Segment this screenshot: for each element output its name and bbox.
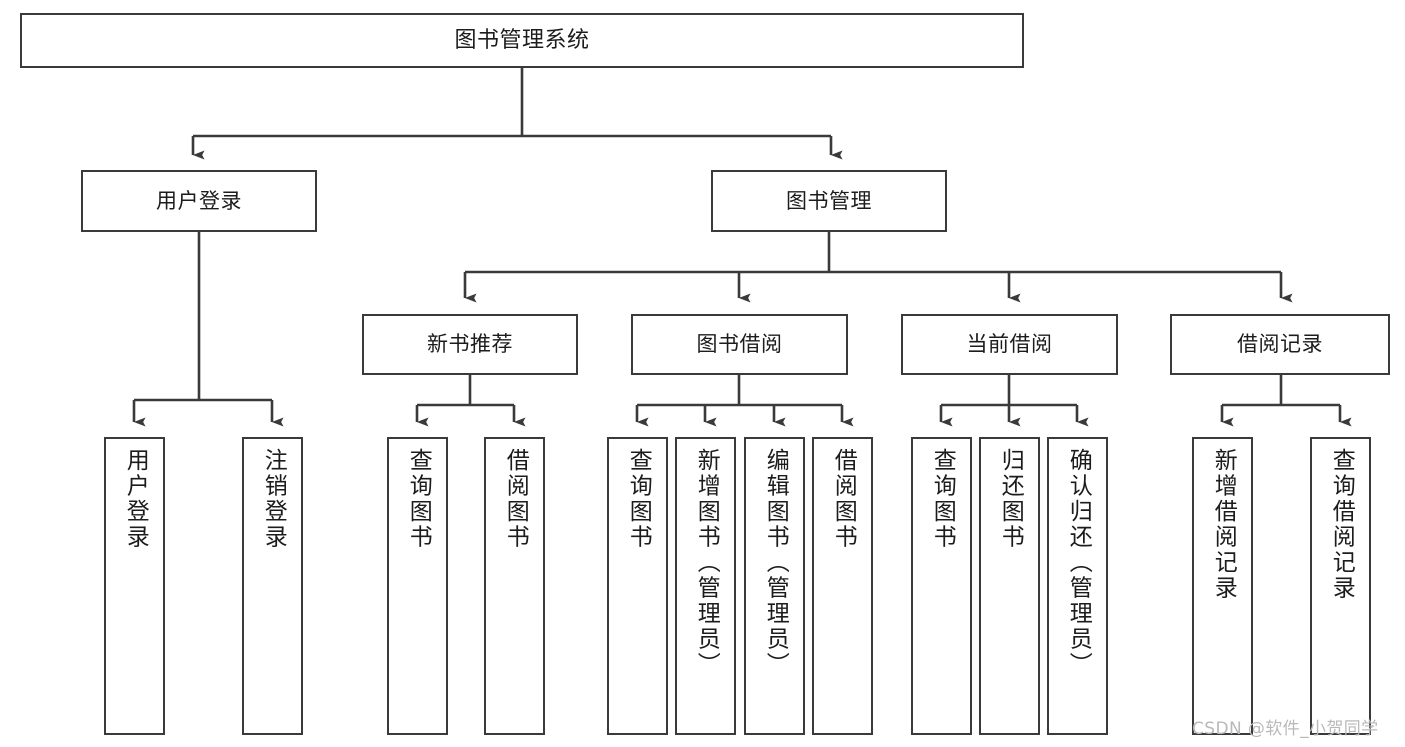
node-user-login[interactable]: 用户登录 bbox=[81, 170, 317, 232]
node-leaf-query-record[interactable]: 查询借阅记录 bbox=[1310, 437, 1371, 735]
node-borrow-record[interactable]: 借阅记录 bbox=[1170, 314, 1390, 375]
node-book-borrow-label: 图书借阅 bbox=[696, 332, 783, 357]
node-current-borrow[interactable]: 当前借阅 bbox=[901, 314, 1118, 375]
node-root[interactable]: 图书管理系统 bbox=[20, 13, 1024, 68]
node-leaf-return-book-label: 归还图书 bbox=[997, 448, 1024, 550]
node-leaf-borrow-book-2[interactable]: 借阅图书 bbox=[812, 437, 873, 735]
node-leaf-add-book-label: 新增图书（管理员） bbox=[693, 448, 720, 678]
node-leaf-edit-book[interactable]: 编辑图书（管理员） bbox=[744, 437, 805, 735]
node-current-borrow-label: 当前借阅 bbox=[966, 332, 1053, 357]
node-leaf-logout-login[interactable]: 注销登录 bbox=[242, 437, 303, 735]
node-leaf-query-book-3-label: 查询图书 bbox=[929, 448, 956, 550]
node-book-borrow[interactable]: 图书借阅 bbox=[631, 314, 848, 375]
node-root-label: 图书管理系统 bbox=[454, 27, 590, 53]
node-book-manage-label: 图书管理 bbox=[786, 188, 872, 213]
node-leaf-query-book-3[interactable]: 查询图书 bbox=[911, 437, 972, 735]
node-leaf-confirm-return-label: 确认归还（管理员） bbox=[1065, 448, 1092, 678]
node-leaf-borrow-book-1-label: 借阅图书 bbox=[502, 448, 529, 550]
node-leaf-query-record-label: 查询借阅记录 bbox=[1328, 448, 1355, 601]
node-leaf-user-login-label: 用户登录 bbox=[122, 448, 149, 550]
node-new-book-recommend-label: 新书推荐 bbox=[427, 332, 513, 357]
node-leaf-user-login[interactable]: 用户登录 bbox=[104, 437, 165, 735]
node-user-login-label: 用户登录 bbox=[156, 188, 242, 213]
node-leaf-add-book[interactable]: 新增图书（管理员） bbox=[675, 437, 736, 735]
node-leaf-edit-book-label: 编辑图书（管理员） bbox=[762, 448, 789, 678]
node-borrow-record-label: 借阅记录 bbox=[1237, 332, 1323, 357]
node-leaf-query-book-1-label: 查询图书 bbox=[405, 448, 432, 550]
node-leaf-borrow-book-1[interactable]: 借阅图书 bbox=[484, 437, 545, 735]
node-leaf-confirm-return[interactable]: 确认归还（管理员） bbox=[1047, 437, 1108, 735]
node-book-manage[interactable]: 图书管理 bbox=[711, 170, 947, 232]
node-leaf-add-record[interactable]: 新增借阅记录 bbox=[1192, 437, 1253, 735]
node-leaf-logout-login-label: 注销登录 bbox=[260, 448, 287, 550]
node-leaf-borrow-book-2-label: 借阅图书 bbox=[830, 448, 857, 550]
node-leaf-query-book-1[interactable]: 查询图书 bbox=[387, 437, 448, 735]
csdn-watermark: CSDN @软件_小贺同学 bbox=[1192, 719, 1379, 739]
node-leaf-return-book[interactable]: 归还图书 bbox=[979, 437, 1040, 735]
node-leaf-add-record-label: 新增借阅记录 bbox=[1210, 448, 1237, 601]
node-leaf-query-book-2[interactable]: 查询图书 bbox=[607, 437, 668, 735]
node-leaf-query-book-2-label: 查询图书 bbox=[625, 448, 652, 550]
node-new-book-recommend[interactable]: 新书推荐 bbox=[362, 314, 578, 375]
